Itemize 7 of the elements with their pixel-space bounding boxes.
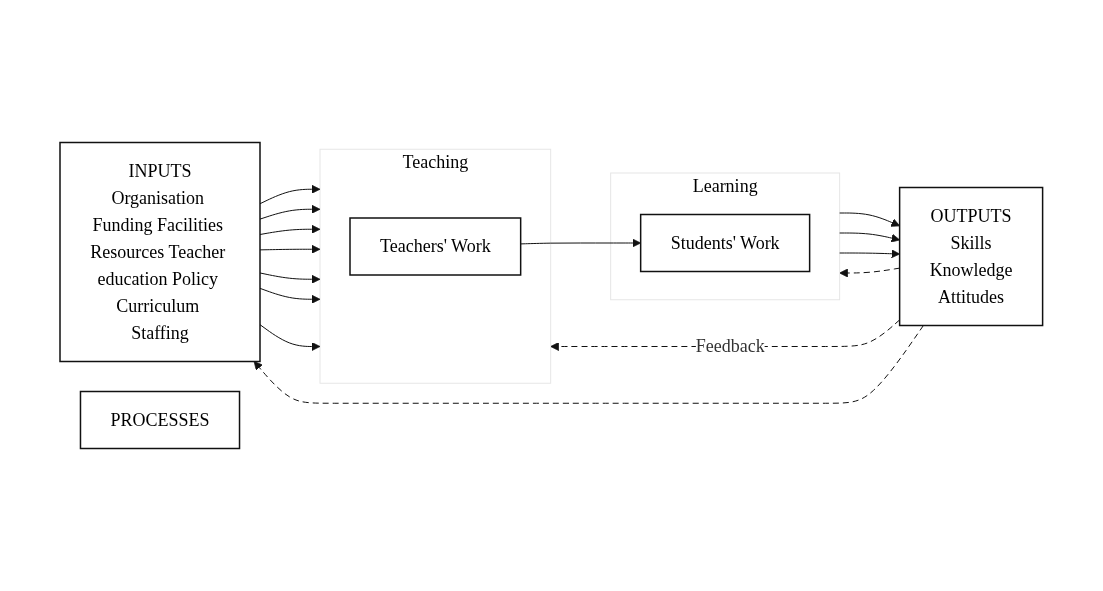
- node-box: OUTPUTS Skills Knowledge Attitudes: [899, 186, 1044, 327]
- arrow: [253, 325, 925, 404]
- node-box: Teachers' Work: [349, 217, 522, 276]
- node-box: PROCESSES: [79, 390, 241, 450]
- node-box: Students' Work: [640, 213, 811, 273]
- edge-label: Feedback: [695, 336, 765, 356]
- node-box: INPUTS Organisation Funding Facilities Resources Teacher education Policy Curriculum Staffing: [59, 141, 261, 363]
